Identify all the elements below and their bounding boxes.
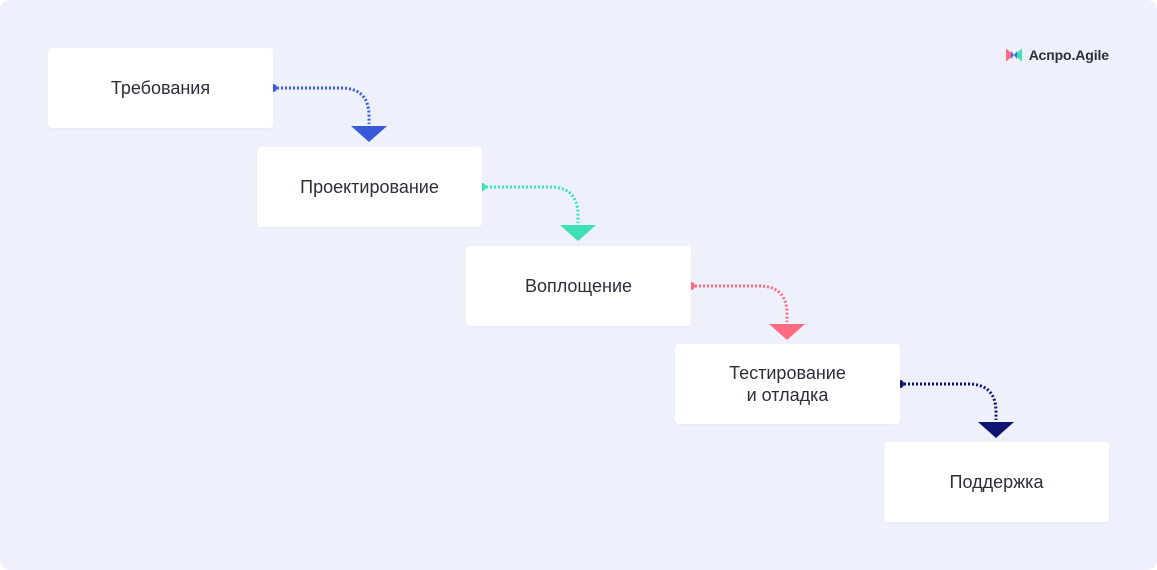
- stage-support: Поддержка: [884, 442, 1109, 522]
- aspro-logo-icon: [1005, 48, 1022, 62]
- connector-4-arrowhead: [978, 422, 1014, 438]
- connector-1-arrowhead: [351, 126, 387, 142]
- brand-name: Аспро.Agile: [1028, 47, 1109, 63]
- brand-logo: Аспро.Agile: [1005, 47, 1109, 63]
- connector-4-line: [900, 382, 998, 420]
- stage-design-label: Проектирование: [300, 177, 439, 197]
- connector-1-line: [273, 86, 371, 124]
- stage-requirements-label: Требования: [110, 78, 211, 98]
- connector-2-line: [482, 185, 580, 223]
- connector-4: [896, 380, 1014, 438]
- stage-testing: Тестирование и отладка: [675, 344, 900, 424]
- stage-implementation: Воплощение: [466, 246, 691, 326]
- connector-2: [478, 183, 596, 241]
- connector-3-line: [691, 284, 789, 322]
- connector-3: [687, 282, 805, 340]
- connector-2-arrowhead: [560, 225, 596, 241]
- connector-3-arrowhead: [769, 324, 805, 340]
- stage-requirements: Требования: [48, 48, 273, 128]
- stage-support-label: Поддержка: [949, 472, 1044, 492]
- stage-testing-label: Тестирование и отладка: [729, 363, 846, 405]
- stage-implementation-label: Воплощение: [524, 276, 633, 296]
- connector-1: [269, 84, 387, 142]
- stage-design: Проектирование: [257, 147, 482, 227]
